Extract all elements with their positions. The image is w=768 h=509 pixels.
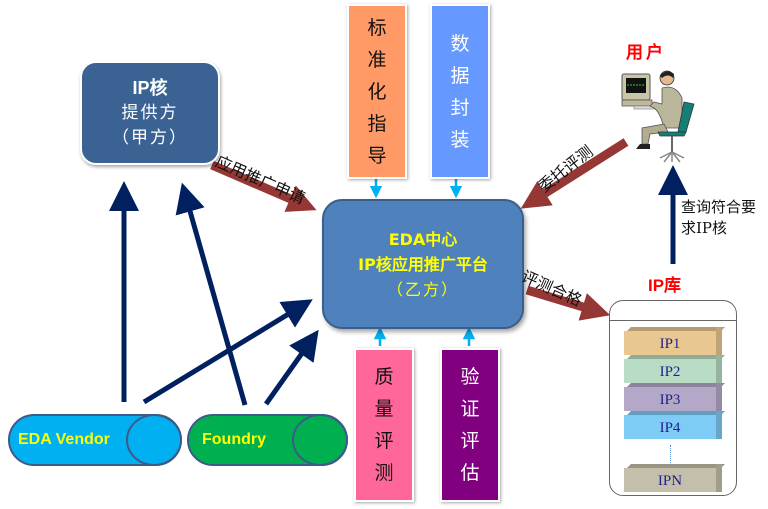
char: 装	[450, 128, 470, 151]
user-title: 用户	[626, 43, 666, 63]
apply-promotion-label: 应用推广申请	[212, 151, 309, 209]
char: 准	[367, 48, 387, 71]
char: 质	[374, 366, 394, 388]
ip-block-n: IPN	[624, 468, 716, 492]
commission-evaluation-label: 委托评测	[534, 141, 597, 197]
char: 数	[450, 32, 470, 55]
char: 验	[460, 366, 480, 388]
char: 证	[460, 398, 480, 420]
cylinder-cap	[126, 414, 182, 466]
char: 量	[374, 398, 394, 420]
char: 测	[374, 462, 394, 484]
arrow-foundry-to-platform	[263, 329, 319, 406]
ip-block-1: IP1	[624, 331, 716, 355]
cylinder-cap	[292, 414, 348, 466]
arrow-vendor-to-platform	[142, 299, 313, 405]
char: 标	[367, 16, 387, 39]
char: 评	[374, 430, 394, 452]
query-ip-label: 查询符合要求IP核	[681, 198, 757, 237]
ip-block-4: IP4	[624, 415, 716, 439]
ip-library-container: IP1 IP2 IP3 IP4 IPN	[609, 300, 737, 496]
platform-line-2: IP核应用推广平台	[358, 254, 488, 274]
foundry-label: Foundry	[202, 431, 266, 448]
quality-evaluation-box: 质 量 评 测	[354, 348, 414, 502]
char: 评	[460, 430, 480, 452]
standardization-guide-box: 标 准 化 指 导	[347, 4, 407, 179]
ip-block-3: IP3	[624, 387, 716, 411]
eda-vendor-cylinder: EDA Vendor	[8, 414, 182, 466]
ip-library-title: IP库	[648, 276, 682, 295]
evaluation-passed-label: 评测合格	[518, 266, 585, 311]
arrow-foundry-to-provider	[175, 182, 248, 406]
provider-line-1: IP核	[132, 77, 168, 98]
platform-line-1: EDA中心	[388, 229, 458, 249]
eda-vendor-label: EDA Vendor	[18, 431, 110, 448]
platform-line-3: （乙方）	[386, 279, 459, 299]
foundry-cylinder: Foundry	[187, 414, 348, 466]
library-divider	[610, 320, 736, 321]
ellipsis-connector	[670, 445, 671, 467]
char: 化	[367, 80, 387, 103]
ip-provider-box: IP核 提供方 （甲方）	[80, 61, 220, 165]
char: 指	[367, 112, 387, 135]
char: 据	[450, 64, 470, 87]
eda-platform-box: EDA中心 IP核应用推广平台 （乙方）	[322, 199, 524, 329]
data-packaging-box: 数 据 封 装	[430, 4, 490, 179]
char: 封	[450, 96, 470, 119]
char: 估	[460, 462, 480, 484]
provider-line-2: 提供方	[121, 102, 179, 123]
user-at-computer-icon	[621, 70, 695, 163]
provider-line-3: （甲方）	[112, 127, 188, 148]
char: 导	[367, 144, 387, 167]
ip-block-2: IP2	[624, 359, 716, 383]
verification-assessment-box: 验 证 评 估	[440, 348, 500, 502]
